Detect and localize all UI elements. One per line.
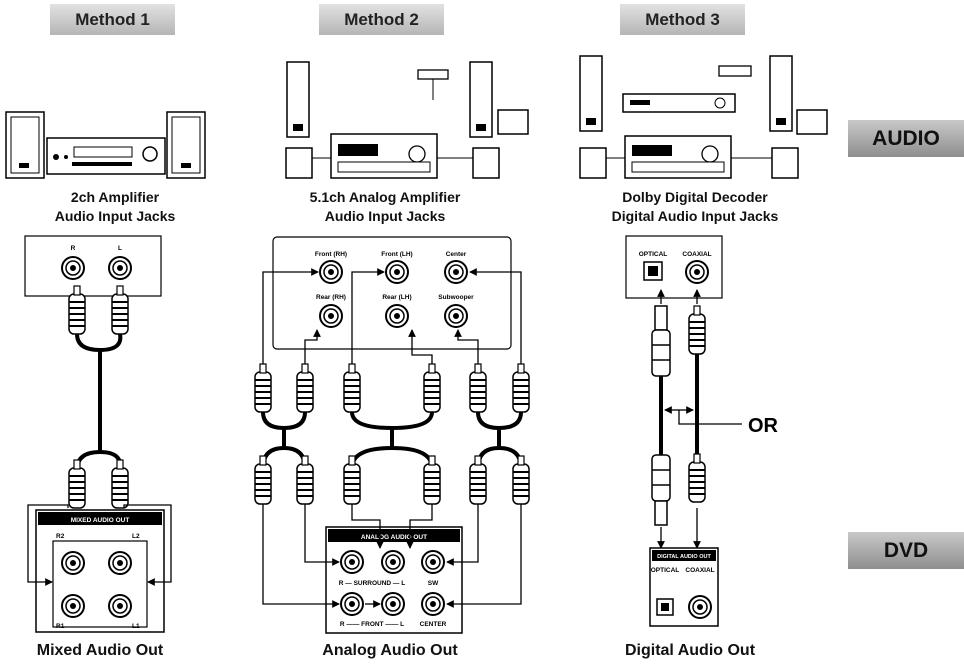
r1-label: R1 bbox=[56, 623, 65, 630]
front-rh-jack bbox=[319, 260, 343, 284]
method-1-caption-line1: 2ch Amplifier bbox=[70, 189, 160, 205]
cable-pair-front bbox=[254, 363, 314, 505]
mixed-audio-out-title: MIXED AUDIO OUT bbox=[71, 517, 130, 524]
stereo-system-icon bbox=[5, 111, 206, 179]
cable-pair-rear bbox=[343, 363, 441, 505]
rear-lh-jack bbox=[385, 304, 409, 328]
method-3-caption-line2: Digital Audio Input Jacks bbox=[611, 208, 779, 224]
front-r-jack bbox=[340, 592, 364, 616]
center-label: Center bbox=[446, 251, 467, 258]
dvd-label: DVD bbox=[848, 532, 964, 569]
plug-l-bottom bbox=[111, 459, 129, 509]
method-1-label: Method 1 bbox=[50, 4, 175, 35]
out-jack-l1 bbox=[108, 594, 132, 618]
coaxial-input-jack bbox=[685, 260, 709, 284]
method-3-output-label: Digital Audio Out bbox=[624, 642, 756, 659]
method-1-output-label: Mixed Audio Out bbox=[36, 642, 164, 659]
or-label: OR bbox=[748, 415, 779, 437]
method-2-caption: 5.1ch Analog Amplifier Audio Input Jacks bbox=[280, 188, 490, 226]
coaxial-cable bbox=[688, 289, 706, 549]
subwoofer-label: Subwooper bbox=[438, 294, 474, 301]
surround-r-jack bbox=[340, 550, 364, 574]
input-jack-r bbox=[61, 256, 85, 280]
cable-pair-center bbox=[469, 363, 530, 505]
rear-rh-jack bbox=[319, 304, 343, 328]
coaxial-output-jack bbox=[688, 595, 712, 619]
audio-label: AUDIO bbox=[848, 120, 964, 157]
out-jack-r2 bbox=[61, 551, 85, 575]
center-out-label: CENTER bbox=[420, 621, 447, 628]
optical-out-label: OPTICAL bbox=[651, 567, 680, 574]
optical-cable bbox=[651, 289, 671, 549]
method-2-caption-line1: 5.1ch Analog Amplifier bbox=[309, 189, 461, 205]
front-l-jack bbox=[381, 592, 405, 616]
out-jack-r1 bbox=[61, 594, 85, 618]
method-1-caption: 2ch Amplifier Audio Input Jacks bbox=[10, 188, 220, 226]
method-3-caption-line1: Dolby Digital Decoder bbox=[622, 189, 768, 205]
method-3-caption: Dolby Digital Decoder Digital Audio Inpu… bbox=[580, 188, 810, 226]
digital-audio-out-title: DIGITAL AUDIO OUT bbox=[657, 554, 711, 560]
method-2-caption-line2: Audio Input Jacks bbox=[324, 208, 446, 224]
front-lh-label: Front (LH) bbox=[381, 251, 412, 258]
subwoofer-jack bbox=[444, 304, 468, 328]
out-jack-l2 bbox=[108, 551, 132, 575]
method-3-label: Method 3 bbox=[620, 4, 745, 35]
sw-jack bbox=[421, 550, 445, 574]
center-jack bbox=[444, 260, 468, 284]
input-jack-l bbox=[108, 256, 132, 280]
amp-input-panel-1 bbox=[24, 235, 162, 297]
plug-r-bottom bbox=[68, 459, 86, 509]
center-out-jack bbox=[421, 592, 445, 616]
dolby-decoder-system-icon bbox=[579, 55, 828, 179]
front-label: R —— FRONT —— L bbox=[340, 621, 404, 628]
surround-l-jack bbox=[381, 550, 405, 574]
surround-system-icon bbox=[285, 61, 529, 179]
optical-input-label: OPTICAL bbox=[639, 251, 668, 258]
surround-label: R — SURROUND — L bbox=[339, 580, 405, 587]
jack-l-label: L bbox=[118, 245, 122, 252]
coaxial-input-label: COAXIAL bbox=[682, 251, 711, 258]
front-rh-label: Front (RH) bbox=[315, 251, 347, 258]
method-2-output-label: Analog Audio Out bbox=[322, 642, 458, 659]
l1-label: L1 bbox=[132, 623, 140, 630]
r2-label: R2 bbox=[56, 533, 65, 540]
rear-rh-label: Rear (RH) bbox=[316, 294, 346, 301]
method-1-caption-line2: Audio Input Jacks bbox=[54, 208, 176, 224]
method-2-label: Method 2 bbox=[319, 4, 444, 35]
front-lh-jack bbox=[385, 260, 409, 284]
mixed-audio-out-panel bbox=[35, 509, 165, 633]
sw-label: SW bbox=[428, 580, 439, 587]
rear-lh-label: Rear (LH) bbox=[382, 294, 411, 301]
l2-label: L2 bbox=[132, 533, 140, 540]
coaxial-out-label: COAXIAL bbox=[685, 567, 714, 574]
analog-audio-out-title: ANALOG AUDIO OUT bbox=[361, 534, 427, 541]
jack-r-label: R bbox=[71, 245, 76, 252]
